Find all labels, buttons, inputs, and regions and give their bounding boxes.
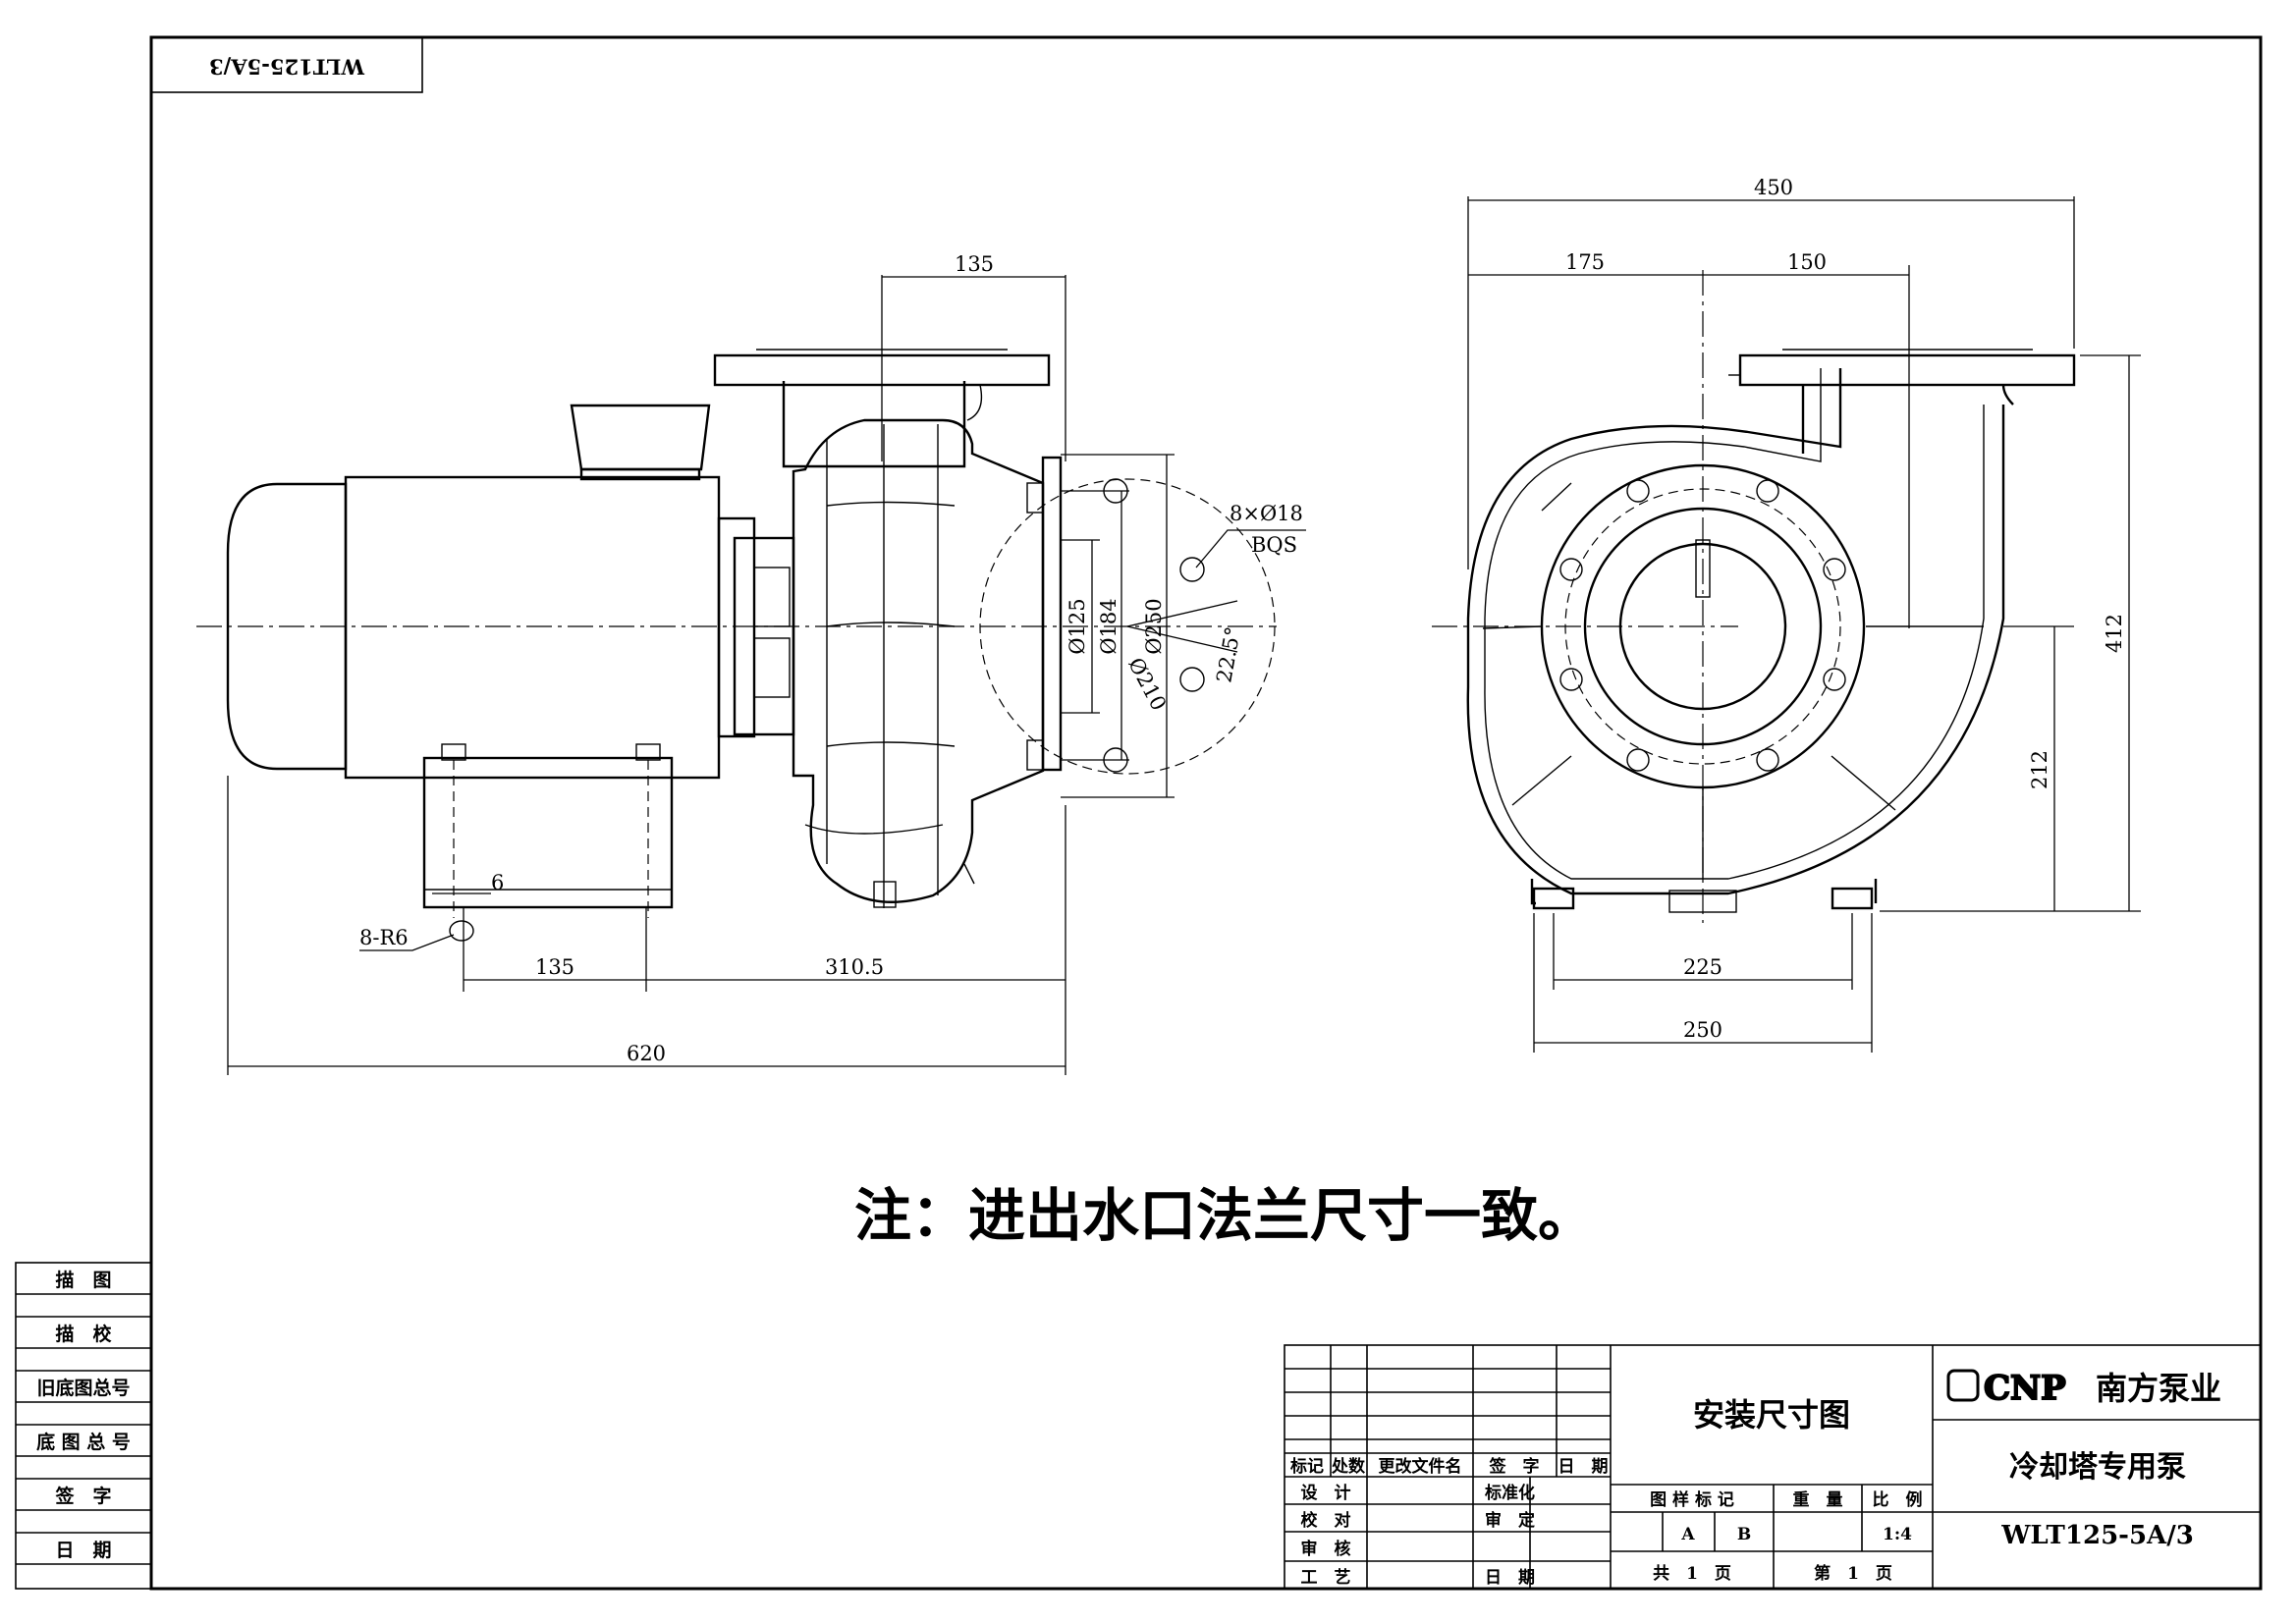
mark-b: B bbox=[1737, 1525, 1751, 1544]
role-standardize: 标准化 bbox=[1485, 1483, 1535, 1503]
left-col-label-5: 签 字 bbox=[54, 1485, 111, 1507]
role-process: 工 艺 bbox=[1301, 1567, 1351, 1588]
dim-dia-250: Ø250 bbox=[1142, 598, 1166, 654]
dim-top-135: 135 bbox=[955, 252, 994, 276]
drawing-number-top: WLT125-5A/3 bbox=[209, 55, 365, 80]
model-number: WLT125-5A/3 bbox=[2000, 1521, 2194, 1550]
rev-header-sign: 签 字 bbox=[1489, 1456, 1540, 1477]
header-scale: 比 例 bbox=[1873, 1489, 1923, 1510]
dim-foot-6: 6 bbox=[491, 871, 504, 894]
drawing-frame: WLT125-5A/3 bbox=[149, 35, 2263, 1591]
logo-letters: CNP bbox=[1984, 1369, 2066, 1408]
note-text: 注：进出水口法兰尺寸一致。 bbox=[854, 1182, 1595, 1249]
left-col-label-2: 描 校 bbox=[55, 1323, 112, 1345]
sheet-number: 第 1 页 bbox=[1814, 1563, 1892, 1584]
mark-a: A bbox=[1680, 1525, 1695, 1544]
rev-header-docname: 更改文件名 bbox=[1379, 1456, 1462, 1477]
role-review: 审 核 bbox=[1301, 1539, 1351, 1559]
dim-bolt-std: BQS bbox=[1251, 533, 1297, 557]
dim-angle: 22.5° bbox=[1212, 625, 1245, 685]
role-check: 校 对 bbox=[1301, 1510, 1351, 1531]
rev-header-date: 日 期 bbox=[1558, 1457, 1609, 1477]
left-col-label-6: 日 期 bbox=[55, 1540, 111, 1561]
front-view: 450 175 150 412 212 225 250 bbox=[1432, 176, 2141, 1053]
rev-header-mark: 标记 bbox=[1290, 1456, 1324, 1477]
sheet-total: 共 1 页 bbox=[1653, 1564, 1731, 1584]
role-date: 日 期 bbox=[1485, 1568, 1535, 1588]
header-weight: 重 量 bbox=[1793, 1489, 1843, 1510]
dim-height-412: 412 bbox=[2103, 614, 2126, 653]
drawing-title: 安装尺寸图 bbox=[1693, 1396, 1850, 1434]
left-col-label-1: 描 图 bbox=[55, 1269, 111, 1291]
left-column-table: 描 图 描 校 旧底图总号 底 图 总 号 签 字 日 期 bbox=[15, 1262, 152, 1590]
product-name: 冷却塔专用泵 bbox=[2009, 1450, 2186, 1485]
dim-bottom-135: 135 bbox=[535, 955, 574, 979]
title-block: 标记 处数 更改文件名 签 字 日 期 设 计 校 对 审 核 工 艺 标准化 … bbox=[1284, 1344, 2262, 1590]
dim-top-450: 450 bbox=[1754, 176, 1793, 199]
header-sample-mark: 图 样 标 记 bbox=[1650, 1489, 1734, 1510]
company-name: 南方泵业 bbox=[2096, 1370, 2221, 1407]
dim-base-225: 225 bbox=[1683, 955, 1722, 979]
rev-header-count: 处数 bbox=[1331, 1456, 1366, 1477]
dim-overall-620: 620 bbox=[627, 1042, 666, 1065]
dim-bolt-holes: 8×Ø18 bbox=[1230, 502, 1303, 525]
side-view: Ø125 Ø184 Ø250 Ø210 22.5° 8×Ø18 BQS 135 … bbox=[196, 252, 1306, 1075]
role-approve: 审 定 bbox=[1485, 1510, 1535, 1531]
dim-height-212: 212 bbox=[2028, 750, 2051, 789]
dim-dia-210: Ø210 bbox=[1123, 654, 1171, 715]
left-col-label-3: 旧底图总号 bbox=[36, 1377, 130, 1399]
dim-base-250: 250 bbox=[1683, 1018, 1722, 1042]
left-col-label-4: 底 图 总 号 bbox=[36, 1431, 131, 1453]
role-design: 设 计 bbox=[1301, 1483, 1351, 1503]
scale-value: 1:4 bbox=[1883, 1525, 1912, 1544]
company-logo: CNP bbox=[1946, 1368, 2067, 1409]
dim-bottom-310-5: 310.5 bbox=[825, 955, 884, 979]
dim-top-150: 150 bbox=[1787, 250, 1827, 274]
dim-top-175: 175 bbox=[1565, 250, 1605, 274]
dim-dia-125: Ø125 bbox=[1066, 598, 1089, 654]
dim-foot-holes: 8-R6 bbox=[359, 926, 409, 949]
dim-dia-184: Ø184 bbox=[1097, 598, 1121, 654]
